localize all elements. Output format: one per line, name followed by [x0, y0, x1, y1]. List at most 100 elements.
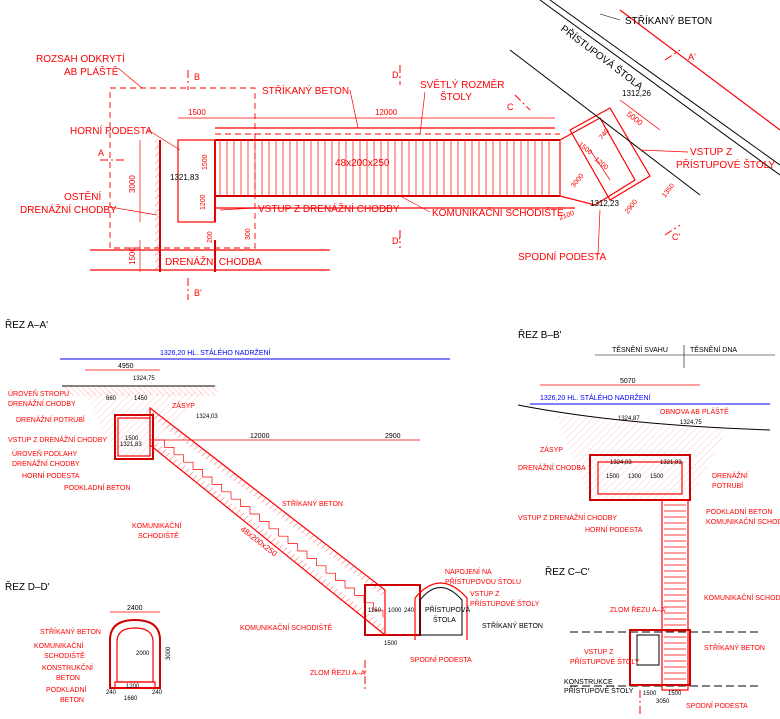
label-konstrukce-1: KONSTRUKCE: [564, 679, 613, 686]
label-drenazni-potrubi-bb-1: DRENÁŽNÍ: [712, 471, 748, 480]
label-vstup-pristupove-aa-2: PŘÍSTUPOVÉ ŠTOLY: [470, 599, 540, 608]
label-vstup-pristupove-1: VSTUP Z: [690, 147, 732, 158]
label-pristupova-stola: PŘÍSTUPOVÁ ŠTOLA: [558, 22, 646, 93]
dim-1500-cc-a: 1500: [643, 691, 657, 697]
dim-4950: 4950: [118, 363, 134, 370]
access-adit-wall-top: [539, 0, 780, 176]
label-vstup-pristupove-cc-2: PŘÍSTUPOVÉ ŠTOLY: [570, 657, 640, 666]
level-1321-83-bb: 1321,83: [660, 460, 682, 466]
stair-step: [250, 513, 260, 522]
label-napojeni-1: NAPOJENÍ NA: [445, 567, 492, 576]
stair-step: [335, 580, 346, 588]
label-zasyp-aa: ZÁSYP: [172, 401, 195, 410]
section-cc-title: ŘEZ C–C': [545, 565, 590, 578]
dim-1200: 1200: [200, 194, 207, 210]
access-adit-profile-aa: [419, 587, 463, 636]
label-komunikacni-aa-3: KOMUNIKAČNÍ SCHODIŠTĚ: [240, 623, 333, 632]
label-tesneni-dna: TĚSNĚNÍ DNA: [690, 345, 737, 354]
label-strikany-dd: STŘÍKANÝ BETON: [40, 627, 101, 636]
label-komunikacni-schodiste: KOMUNIKAČNÍ SCHODIŠTĚ: [432, 206, 564, 219]
drainage-gallery-shell-aa: [114, 414, 154, 460]
label-tesneni-svahu: TĚSNĚNÍ SVAHU: [612, 345, 668, 354]
dim-740: 740: [598, 128, 611, 142]
water-level-aa: 1326,20 HL. STÁLÉHO NADRŽENÍ: [160, 348, 271, 357]
dim-2400: 2400: [127, 605, 143, 612]
label-vstup-pristupove-2: PŘÍSTUPOVÉ ŠTOLY: [676, 158, 775, 171]
dim-1300-bb: 1300: [628, 474, 642, 480]
leader-rozsah: [117, 67, 143, 89]
dim-3000-right: 3000: [570, 173, 585, 190]
tunnel-inner-dd: [116, 627, 154, 683]
label-uroven-stropu-1: ÚROVEŇ STROPU: [8, 389, 69, 398]
stair-step: [326, 572, 336, 581]
stair-shaft-bb: [661, 499, 689, 691]
label-vstup-pristupove-aa-1: VSTUP Z: [470, 591, 500, 598]
stair-step: [269, 528, 279, 537]
dim-2000-dd: 2000: [136, 651, 150, 657]
dim-1160: 1160: [368, 608, 382, 614]
base-slab-dd: [114, 681, 156, 689]
label-podkladni-beton-aa: PODKLADNÍ BETON: [64, 483, 130, 492]
section-mark-d: D: [392, 70, 399, 80]
label-horni-podesta: HORNÍ PODESTA: [70, 124, 152, 137]
label-spodni-podesta-cc: SPODNÍ PODESTA: [686, 701, 748, 710]
label-uroven-podlahy-2: DRENÁŽNÍ CHODBY: [12, 459, 80, 468]
dim-1680: 1680: [124, 696, 138, 702]
label-komunikacni-dd-2: SCHODIŠTĚ: [44, 651, 85, 660]
stair-step: [231, 498, 241, 507]
section-aa-title: ŘEZ A–A': [5, 318, 48, 331]
plan-view: A A' B B' C C' D D' 1500 12000 3000 1500…: [20, 0, 780, 300]
dim-1500-aa: 1500: [125, 436, 139, 442]
dim-12000-aa: 12000: [250, 433, 270, 440]
leader-strikany-adit: [599, 13, 621, 21]
stair-step: [193, 469, 203, 477]
door-cc: [636, 634, 660, 666]
leader-komunikacni: [399, 195, 431, 213]
dim-1200-right: 1200: [593, 156, 610, 171]
leader-svetly: [419, 91, 426, 135]
level-1312-26: 1312,26: [622, 89, 651, 98]
stair-step: [316, 565, 327, 574]
section-mark-a2: A': [688, 52, 696, 62]
level-1324-03-aa: 1324,03: [196, 414, 218, 420]
stair-step: [164, 447, 175, 455]
dim-660: 660: [106, 396, 117, 402]
label-vstup-pristupove-cc-1: VSTUP Z: [584, 649, 614, 656]
section-bb: ŘEZ B–B' TĚSNĚNÍ SVAHU TĚSNĚNÍ DNA 1326,…: [517, 328, 780, 691]
label-strikany-cc: STŘÍKANÝ BETON: [704, 643, 765, 652]
dim-3000: 3000: [128, 175, 137, 193]
stair-step: [202, 476, 213, 485]
dim-12000: 12000: [375, 108, 398, 117]
label-drenazni-potrubi-aa: DRENÁŽNÍ POTRUBÍ: [16, 415, 85, 424]
stair-treads: [219, 140, 550, 196]
label-osteni-2: DRENÁŽNÍ CHODBY: [20, 203, 117, 216]
section-mark-d2: D': [392, 236, 400, 246]
label-horni-podesta-aa: HORNÍ PODESTA: [22, 471, 80, 480]
label-konstrukcni-2: BETON: [56, 675, 80, 682]
upper-landing: [177, 139, 216, 223]
backfill-bb: [555, 415, 728, 500]
access-adit-shotcrete-aa: [414, 582, 468, 640]
dim-240-dd-b: 240: [152, 690, 163, 696]
label-spodni-podesta: SPODNÍ PODESTA: [518, 250, 606, 263]
dim-1500-cc-b: 1500: [668, 691, 682, 697]
label-drenazni-potrubi-bb-2: POTRUBÍ: [712, 481, 743, 490]
stair-step: [183, 461, 194, 470]
label-rozsah-2: AB PLÁŠTĚ: [64, 65, 119, 78]
water-level-bb: 1326,20 HL. STÁLÉHO NADRŽENÍ: [540, 393, 651, 402]
lower-landing-cc: [629, 629, 691, 686]
dim-1000: 1000: [388, 608, 402, 614]
shotcrete-line: [619, 9, 780, 131]
landing-diagonal: [589, 149, 611, 181]
label-uroven-stropu-2: DRENÁŽNÍ CHODBY: [8, 399, 76, 408]
label-podkladni-dd-1: PODKLADNÍ: [46, 685, 87, 694]
stair-step: [278, 535, 289, 544]
leader-vstup-drenazni: [219, 207, 256, 211]
ab-shell-aa: [62, 386, 217, 396]
dim-1500-bb-a: 1500: [606, 474, 620, 480]
label-drenazni-chodba-bb: DRENÁŽNÍ CHODBA: [518, 463, 586, 472]
stair-step: [364, 602, 374, 611]
level-1324-03-bb: 1324,03: [610, 460, 632, 466]
label-strikany-aa: STŘÍKANÝ BETON: [282, 499, 343, 508]
